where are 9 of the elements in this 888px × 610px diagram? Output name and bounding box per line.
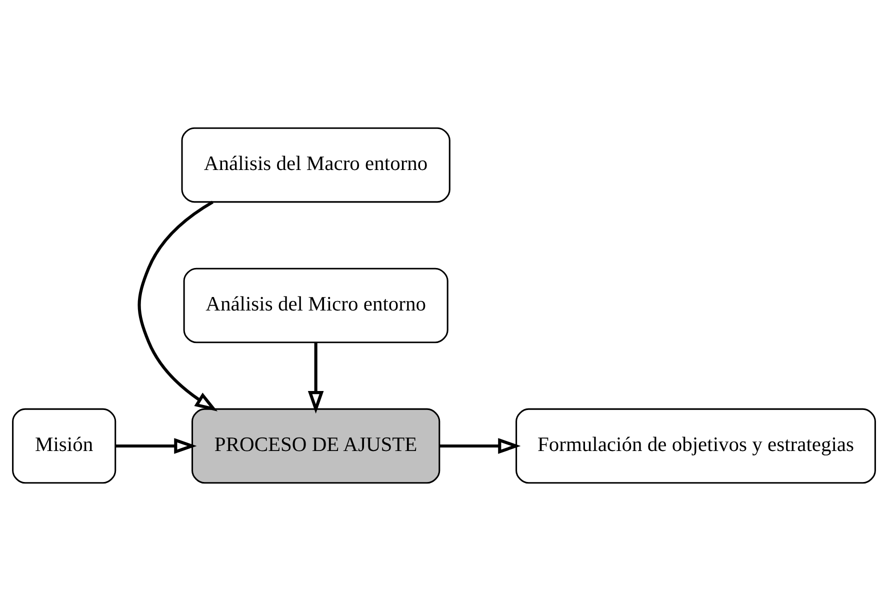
- arrow: [116, 438, 197, 454]
- node-box: Análisis del Macro entorno: [181, 126, 450, 202]
- node-box: Análisis del Micro entorno: [183, 267, 448, 343]
- node-box: Misión: [12, 408, 116, 484]
- node-box: PROCESO DE AJUSTE: [191, 408, 440, 484]
- arrow: [138, 200, 218, 411]
- arrow: [440, 438, 521, 454]
- node-box: Formulación de objetivos y estrategias: [516, 408, 876, 484]
- arrow: [308, 342, 324, 414]
